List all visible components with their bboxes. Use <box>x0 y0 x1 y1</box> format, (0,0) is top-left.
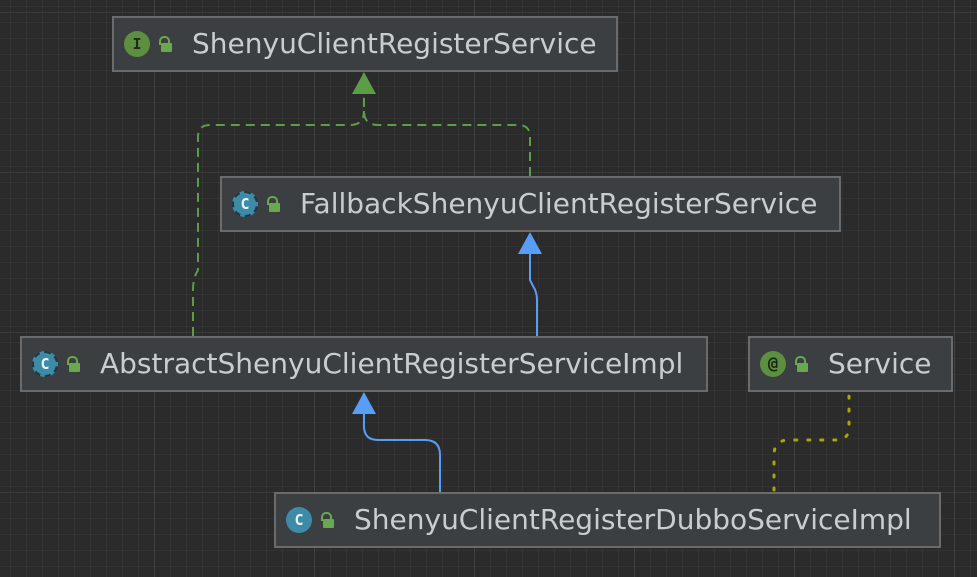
edge-abstract-extends-fallback <box>529 254 538 336</box>
node-label: FallbackShenyuClientRegisterService <box>300 187 818 220</box>
arrowhead-extends-fallback <box>518 232 542 254</box>
edge-dubbo-extends-abstract <box>363 414 441 492</box>
node-label: Service <box>828 347 932 380</box>
node-label: ShenyuClientRegisterService <box>192 27 597 60</box>
abstract-class-icon: C <box>232 191 258 217</box>
node-label: AbstractShenyuClientRegisterServiceImpl <box>100 347 684 380</box>
node-fallback-shenyu-client-register-service[interactable]: C FallbackShenyuClientRegisterService <box>220 176 841 232</box>
abstract-class-icon: C <box>32 351 58 377</box>
annotation-icon: @ <box>760 351 786 377</box>
node-label: ShenyuClientRegisterDubboServiceImpl <box>354 503 912 536</box>
node-shenyu-client-register-service[interactable]: I ShenyuClientRegisterService <box>112 16 618 72</box>
node-service-annotation[interactable]: @ Service <box>748 336 953 392</box>
arrowhead-extends-abstract <box>352 392 376 414</box>
edge-dubbo-annotated-service <box>772 390 851 492</box>
class-icon: C <box>286 507 312 533</box>
node-shenyu-client-register-dubbo-service-impl[interactable]: C ShenyuClientRegisterDubboServiceImpl <box>274 492 941 548</box>
public-lock-icon <box>158 36 172 52</box>
public-lock-icon <box>794 356 808 372</box>
public-lock-icon <box>266 196 280 212</box>
edge-fallback-implements-register <box>363 94 531 176</box>
node-abstract-shenyu-client-register-service-impl[interactable]: C AbstractShenyuClientRegisterServiceImp… <box>20 336 708 392</box>
public-lock-icon <box>66 356 80 372</box>
interface-icon: I <box>124 31 150 57</box>
arrowhead-implements <box>352 72 376 94</box>
public-lock-icon <box>320 512 334 528</box>
